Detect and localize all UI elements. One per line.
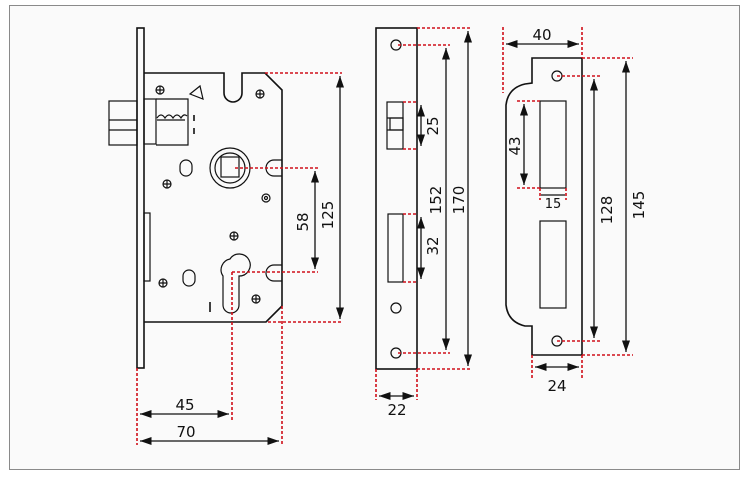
dim-label-125: 125 xyxy=(319,201,337,230)
dim-label-40: 40 xyxy=(532,26,551,44)
drawing-frame xyxy=(9,5,740,470)
dim-label-58: 58 xyxy=(294,212,312,231)
faceplate-screw-mid xyxy=(390,302,402,314)
strike-bolt-opening xyxy=(539,220,567,309)
strike-plate-guides xyxy=(502,27,633,378)
dim-label-15: 15 xyxy=(545,197,562,212)
lock-body-guides xyxy=(136,72,342,445)
dim-label-152: 152 xyxy=(427,186,445,215)
latch-spring xyxy=(156,114,188,120)
dim-label-24: 24 xyxy=(547,377,566,395)
trigger-icon xyxy=(188,84,204,100)
dim-label-145: 145 xyxy=(630,191,648,220)
strike-plate-dimension-lines xyxy=(506,39,631,372)
strike-latch-opening xyxy=(539,100,567,189)
latch-opening xyxy=(386,101,404,150)
dim-label-43: 43 xyxy=(506,136,524,155)
dim-label-70: 70 xyxy=(176,423,195,441)
lock-body-dimension-lines xyxy=(140,76,345,446)
faceplate xyxy=(375,27,418,370)
dim-label-45: 45 xyxy=(175,396,194,414)
latch-bolt xyxy=(108,84,204,146)
faceplate-dimension-lines xyxy=(379,31,473,401)
lock-case-outline xyxy=(144,72,283,323)
strike-plate xyxy=(505,57,583,356)
strike-plate-outline xyxy=(505,57,583,356)
faceplate-guides xyxy=(375,27,472,400)
lock-forend xyxy=(136,27,145,369)
dim-label-22: 22 xyxy=(387,401,406,419)
dim-label-25: 25 xyxy=(424,116,442,135)
deadbolt-opening xyxy=(387,213,404,283)
cylinder-hole xyxy=(143,212,282,314)
dim-label-170: 170 xyxy=(450,186,468,215)
faceplate-outline xyxy=(375,27,418,370)
dim-label-128: 128 xyxy=(598,196,616,225)
lock-body xyxy=(108,27,283,369)
screw-holes xyxy=(155,85,271,304)
dim-label-32: 32 xyxy=(424,236,442,255)
